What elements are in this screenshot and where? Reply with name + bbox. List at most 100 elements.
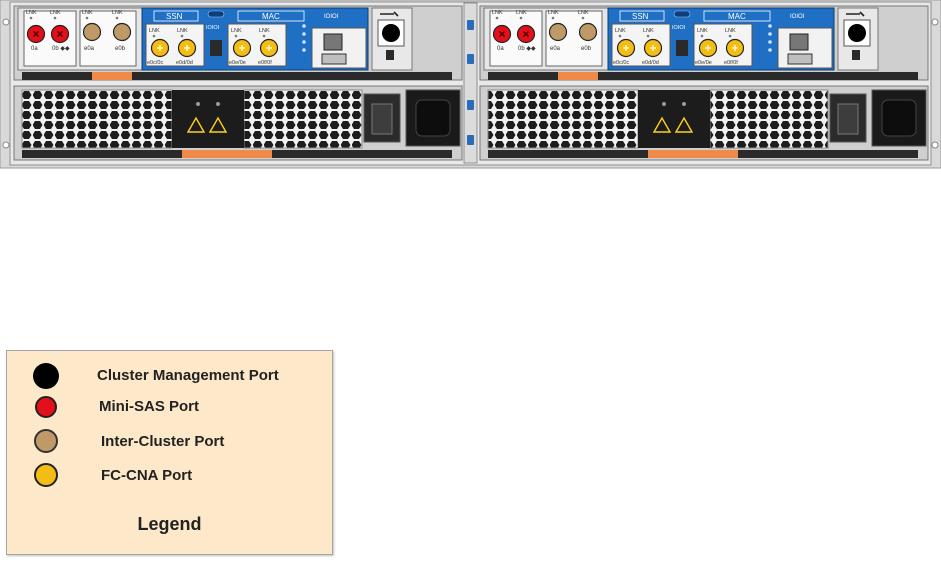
ssn-label: SSN <box>632 12 649 21</box>
link-led-label: LNK <box>578 10 589 16</box>
status-led <box>768 40 772 44</box>
port-label: e0a <box>84 46 95 52</box>
wrench-icon <box>380 11 399 17</box>
status-led <box>302 48 306 52</box>
link-led-label: LNK <box>149 28 160 34</box>
legend-item-fc-cna: FC-CNA Port <box>7 463 332 491</box>
psu-led <box>216 102 220 106</box>
port-glyph <box>732 45 738 51</box>
ioio-label: IOIOI <box>206 25 220 31</box>
port-glyph <box>184 45 190 51</box>
ioio-label: IOIOI <box>324 14 339 20</box>
mac-tag <box>703 10 771 22</box>
warning-icon <box>674 116 694 133</box>
mini-usb-icon <box>673 10 691 18</box>
fan-grille <box>487 89 639 149</box>
link-led-label: LNK <box>516 10 527 16</box>
psu-status-panel <box>638 90 710 148</box>
link-led <box>551 16 555 20</box>
link-led-label: LNK <box>50 10 61 16</box>
psu-led <box>682 102 686 106</box>
release-handle <box>648 150 738 158</box>
status-led <box>302 40 306 44</box>
slot-icon <box>210 40 222 56</box>
power-supply-2 <box>479 85 929 161</box>
port-label: e0e/0e <box>695 60 712 66</box>
ssn-tag <box>153 10 199 22</box>
usb-port <box>321 53 347 65</box>
port-glyph <box>157 45 163 51</box>
release-handle <box>558 72 598 80</box>
status-led <box>302 24 306 28</box>
legend-label: Mini-SAS Port <box>99 398 199 415</box>
link-led-label: LNK <box>697 28 708 34</box>
legend-item-mini-sas: Mini-SAS Port <box>7 394 332 422</box>
psu-led <box>662 102 666 106</box>
mac-tag <box>237 10 305 22</box>
link-led <box>519 16 523 20</box>
ssn-label: SSN <box>166 12 183 21</box>
psu-status-panel <box>172 90 244 148</box>
port-label: e0b <box>581 46 592 52</box>
fan-grille <box>709 89 829 149</box>
link-led <box>646 34 650 38</box>
port-glyph <box>650 45 656 51</box>
link-led <box>728 34 732 38</box>
link-led <box>700 34 704 38</box>
mini-sas-port-icon <box>35 396 57 418</box>
release-handle <box>182 150 272 158</box>
link-led <box>495 16 499 20</box>
status-led <box>768 24 772 28</box>
warning-icon <box>186 116 206 133</box>
link-led <box>234 34 238 38</box>
switch-rocker <box>371 103 393 135</box>
link-led <box>180 34 184 38</box>
rj45-port <box>789 33 809 51</box>
ssn-tag <box>619 10 665 22</box>
port-label: e0f/0f <box>724 60 738 66</box>
fc-cna-port-icon <box>34 463 58 487</box>
port-label: e0e/0e <box>229 60 246 66</box>
wrench-icon <box>846 11 865 17</box>
status-led <box>302 32 306 36</box>
port-label: 0a <box>497 46 504 52</box>
fan-grille <box>21 89 173 149</box>
warning-icon <box>652 116 672 133</box>
port-glyph <box>705 45 711 51</box>
mac-label: MAC <box>728 12 746 21</box>
mini-usb-icon <box>207 10 225 18</box>
cluster-management-port <box>848 24 866 42</box>
link-led-label: LNK <box>26 10 37 16</box>
status-led <box>768 32 772 36</box>
port-label: e0d/0d <box>176 60 193 66</box>
legend-title: Legend <box>137 514 202 534</box>
port-glyph <box>33 31 39 37</box>
rj45-port <box>323 33 343 51</box>
usb-port <box>787 53 813 65</box>
link-led-label: LNK <box>548 10 559 16</box>
iec-socket <box>415 99 451 137</box>
link-led-label: LNK <box>643 28 654 34</box>
port-label: e0a <box>550 46 561 52</box>
net-icon <box>386 50 394 60</box>
link-led <box>152 34 156 38</box>
link-led <box>262 34 266 38</box>
port-label: e0d/0d <box>642 60 659 66</box>
legend-label: Inter-Cluster Port <box>101 433 225 450</box>
port-label: e0c/0c <box>613 60 629 66</box>
cluster-management-port <box>382 24 400 42</box>
link-led-label: LNK <box>492 10 503 16</box>
link-led-label: LNK <box>615 28 626 34</box>
switch-rocker <box>837 103 859 135</box>
slot-icon <box>676 40 688 56</box>
port-glyph <box>239 45 245 51</box>
release-handle <box>92 72 132 80</box>
warning-icon <box>208 116 228 133</box>
link-led-label: LNK <box>112 10 123 16</box>
legend-box: Cluster Management Port Mini-SAS Port In… <box>6 350 333 555</box>
port-label: 0a <box>31 46 38 52</box>
cluster-management-port-icon <box>33 363 59 389</box>
